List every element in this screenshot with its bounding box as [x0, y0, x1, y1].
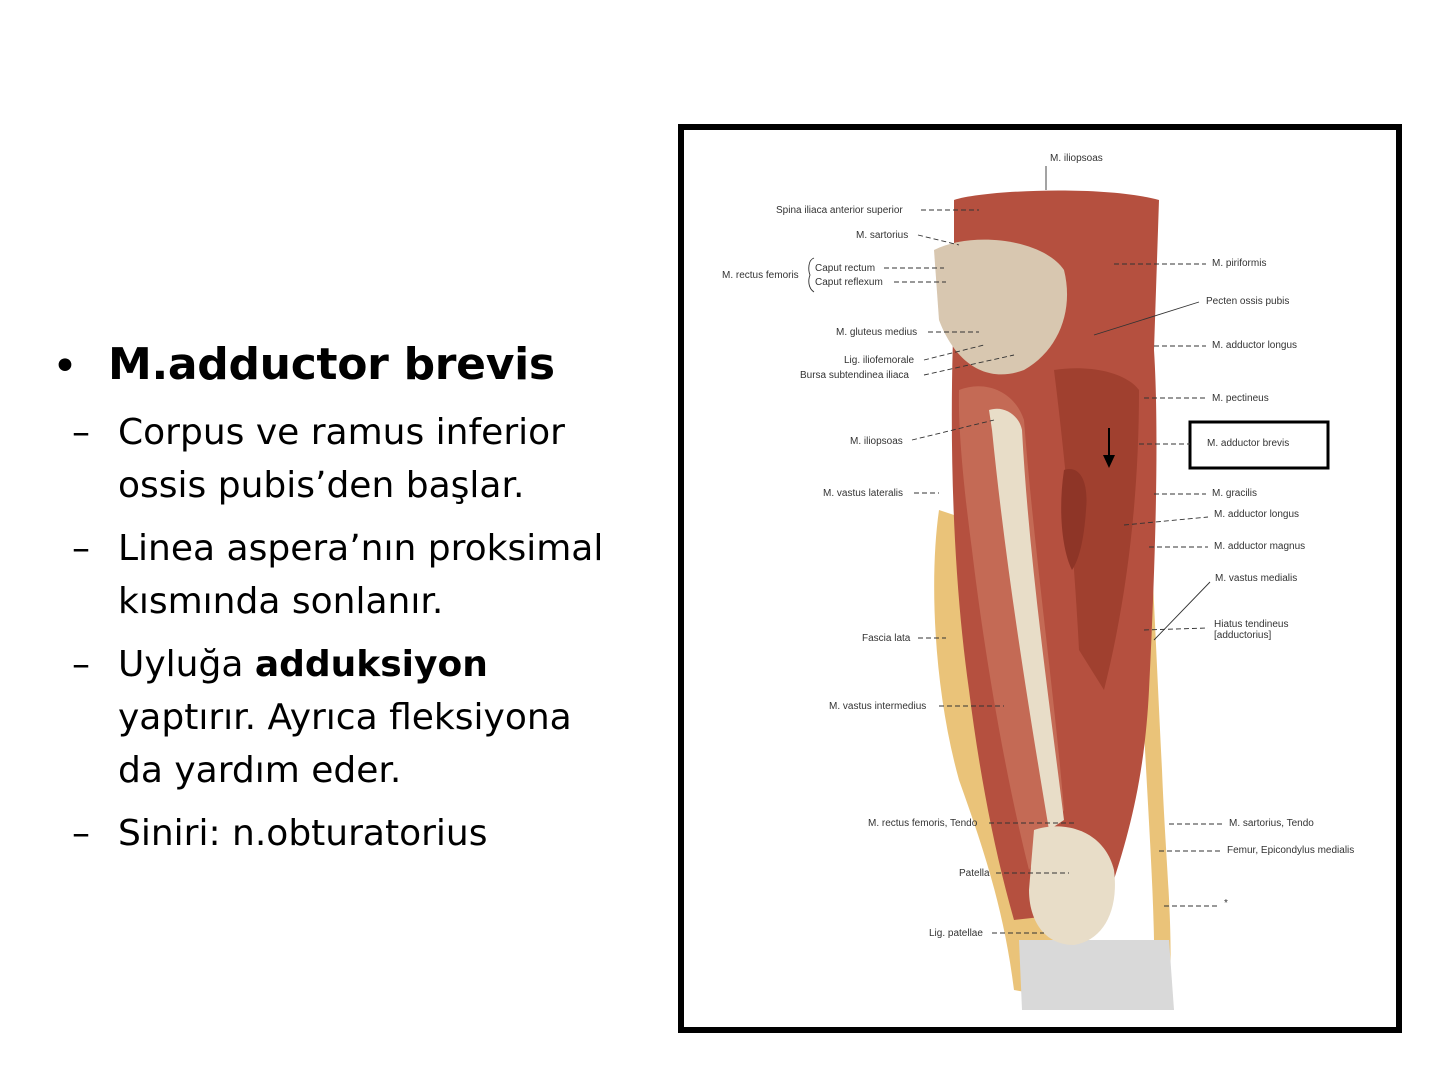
label-gracilis: M. gracilis [1212, 488, 1257, 499]
dash: – [72, 644, 90, 685]
label-hiatus-2: [adductorius] [1214, 630, 1271, 641]
label-caput-reflexum: Caput reflexum [815, 277, 883, 288]
thigh-illustration: M. iliopsoas Spina iliaca anterior super… [722, 153, 1354, 1010]
label-femur-epicondylus: Femur, Epicondylus medialis [1227, 845, 1354, 856]
label-hiatus-1: Hiatus tendineus [1214, 619, 1289, 630]
hip-region [934, 239, 1068, 375]
bullet-item: • M.adductor brevis [52, 338, 662, 392]
sub-item-insertion: – Linea aspera’nın proksimal kısmında so… [52, 522, 662, 628]
label-piriformis: M. piriformis [1212, 258, 1266, 269]
dash: – [72, 813, 90, 854]
adductor-brevis-box [1188, 420, 1330, 470]
brace [808, 257, 815, 293]
insertion-line1: Linea aspera’nın proksimal [118, 528, 604, 569]
nerve-line: Siniri: n.obturatorius [118, 813, 488, 854]
leader-line [917, 234, 960, 246]
rectus-tendon-shape [989, 408, 1064, 830]
label-iliopsoas-mid: M. iliopsoas [850, 436, 903, 447]
leader-line [923, 344, 985, 361]
label-pectineus: M. pectineus [1212, 393, 1269, 404]
label-gluteus-medius: M. gluteus medius [836, 327, 917, 338]
anatomy-figure: M. iliopsoas Spina iliaca anterior super… [678, 124, 1402, 1033]
label-adductor-brevis: M. adductor brevis [1207, 438, 1289, 449]
label-pecten: Pecten ossis pubis [1206, 296, 1289, 307]
function-bold: adduksiyon [254, 644, 488, 685]
leader-line [911, 419, 995, 441]
label-vastus-intermedius: M. vastus intermedius [829, 701, 926, 712]
label-rectus-tendo: M. rectus femoris, Tendo [868, 818, 978, 829]
label-iliopsoas-top: M. iliopsoas [1050, 153, 1103, 164]
label-vastus-medialis: M. vastus medialis [1215, 573, 1297, 584]
label-adductor-longus-upper: M. adductor longus [1212, 340, 1297, 351]
label-patella: Patella [959, 868, 990, 879]
dash: – [72, 412, 90, 453]
function-line3: da yardım eder. [118, 750, 402, 791]
sub-item-function: – Uyluğa adduksiyon yaptırır. Ayrıca fle… [52, 638, 662, 797]
sub-item-origin: – Corpus ve ramus inferior ossis pubis’d… [52, 406, 662, 512]
dash: – [72, 528, 90, 569]
label-sartorius-tendo: M. sartorius, Tendo [1229, 818, 1314, 829]
label-sartorius: M. sartorius [856, 230, 908, 241]
adductor-group-shape [1054, 368, 1139, 690]
label-lig-patellae: Lig. patellae [929, 928, 983, 939]
patella-region [1029, 826, 1115, 945]
sub-item-nerve: – Siniri: n.obturatorius [52, 807, 662, 860]
function-line2: yaptırır. Ayrıca fleksiyona [118, 697, 572, 738]
label-caput-rectum: Caput rectum [815, 263, 875, 274]
label-asterisk: * [1224, 898, 1228, 909]
label-adductor-longus: M. adductor longus [1214, 509, 1299, 520]
origin-line1: Corpus ve ramus inferior [118, 412, 565, 453]
sub-list: – Corpus ve ramus inferior ossis pubis’d… [52, 406, 662, 860]
bone-cut [1019, 940, 1174, 1010]
label-lig-iliofemorale: Lig. iliofemorale [844, 355, 914, 366]
slide-title: M.adductor brevis [108, 339, 555, 390]
leader-line [1143, 627, 1209, 631]
arrow-head [1103, 455, 1115, 468]
leader-line [923, 354, 1015, 376]
adductor-brevis-highlight [1061, 469, 1087, 570]
label-vastus-lateralis: M. vastus lateralis [823, 488, 903, 499]
leader-line [1093, 301, 1200, 336]
label-rectus-femoris: M. rectus femoris [722, 270, 799, 281]
origin-line2: ossis pubis’den başlar. [118, 465, 525, 506]
leader-line [1153, 581, 1211, 641]
leader-line [1123, 516, 1209, 526]
insertion-line2: kısmında sonlanır. [118, 581, 444, 622]
label-bursa: Bursa subtendinea iliaca [800, 370, 909, 381]
label-fascia-lata: Fascia lata [862, 633, 911, 644]
bullet-dot: • [52, 341, 78, 392]
label-adductor-magnus: M. adductor magnus [1214, 541, 1305, 552]
label-spina: Spina iliaca anterior superior [776, 205, 903, 216]
slide-text: • M.adductor brevis – Corpus ve ramus in… [52, 338, 662, 870]
function-pre: Uyluğa [118, 644, 255, 685]
